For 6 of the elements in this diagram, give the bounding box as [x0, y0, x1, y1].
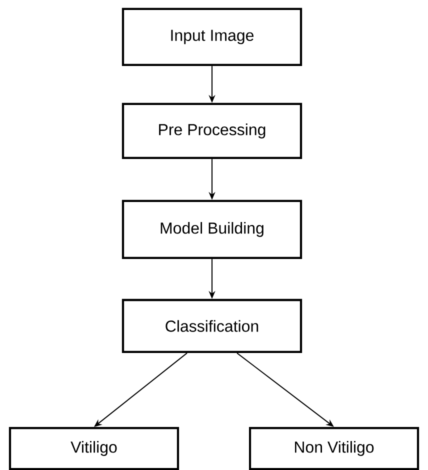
process-box: Vitiligo	[8, 426, 180, 470]
process-box: Model Building	[122, 200, 302, 260]
process-box: Classification	[122, 298, 302, 354]
process-box: Input Image	[122, 8, 302, 66]
process-box: Pre Processing	[122, 102, 302, 160]
process-box: Non Vitiligo	[248, 426, 420, 470]
